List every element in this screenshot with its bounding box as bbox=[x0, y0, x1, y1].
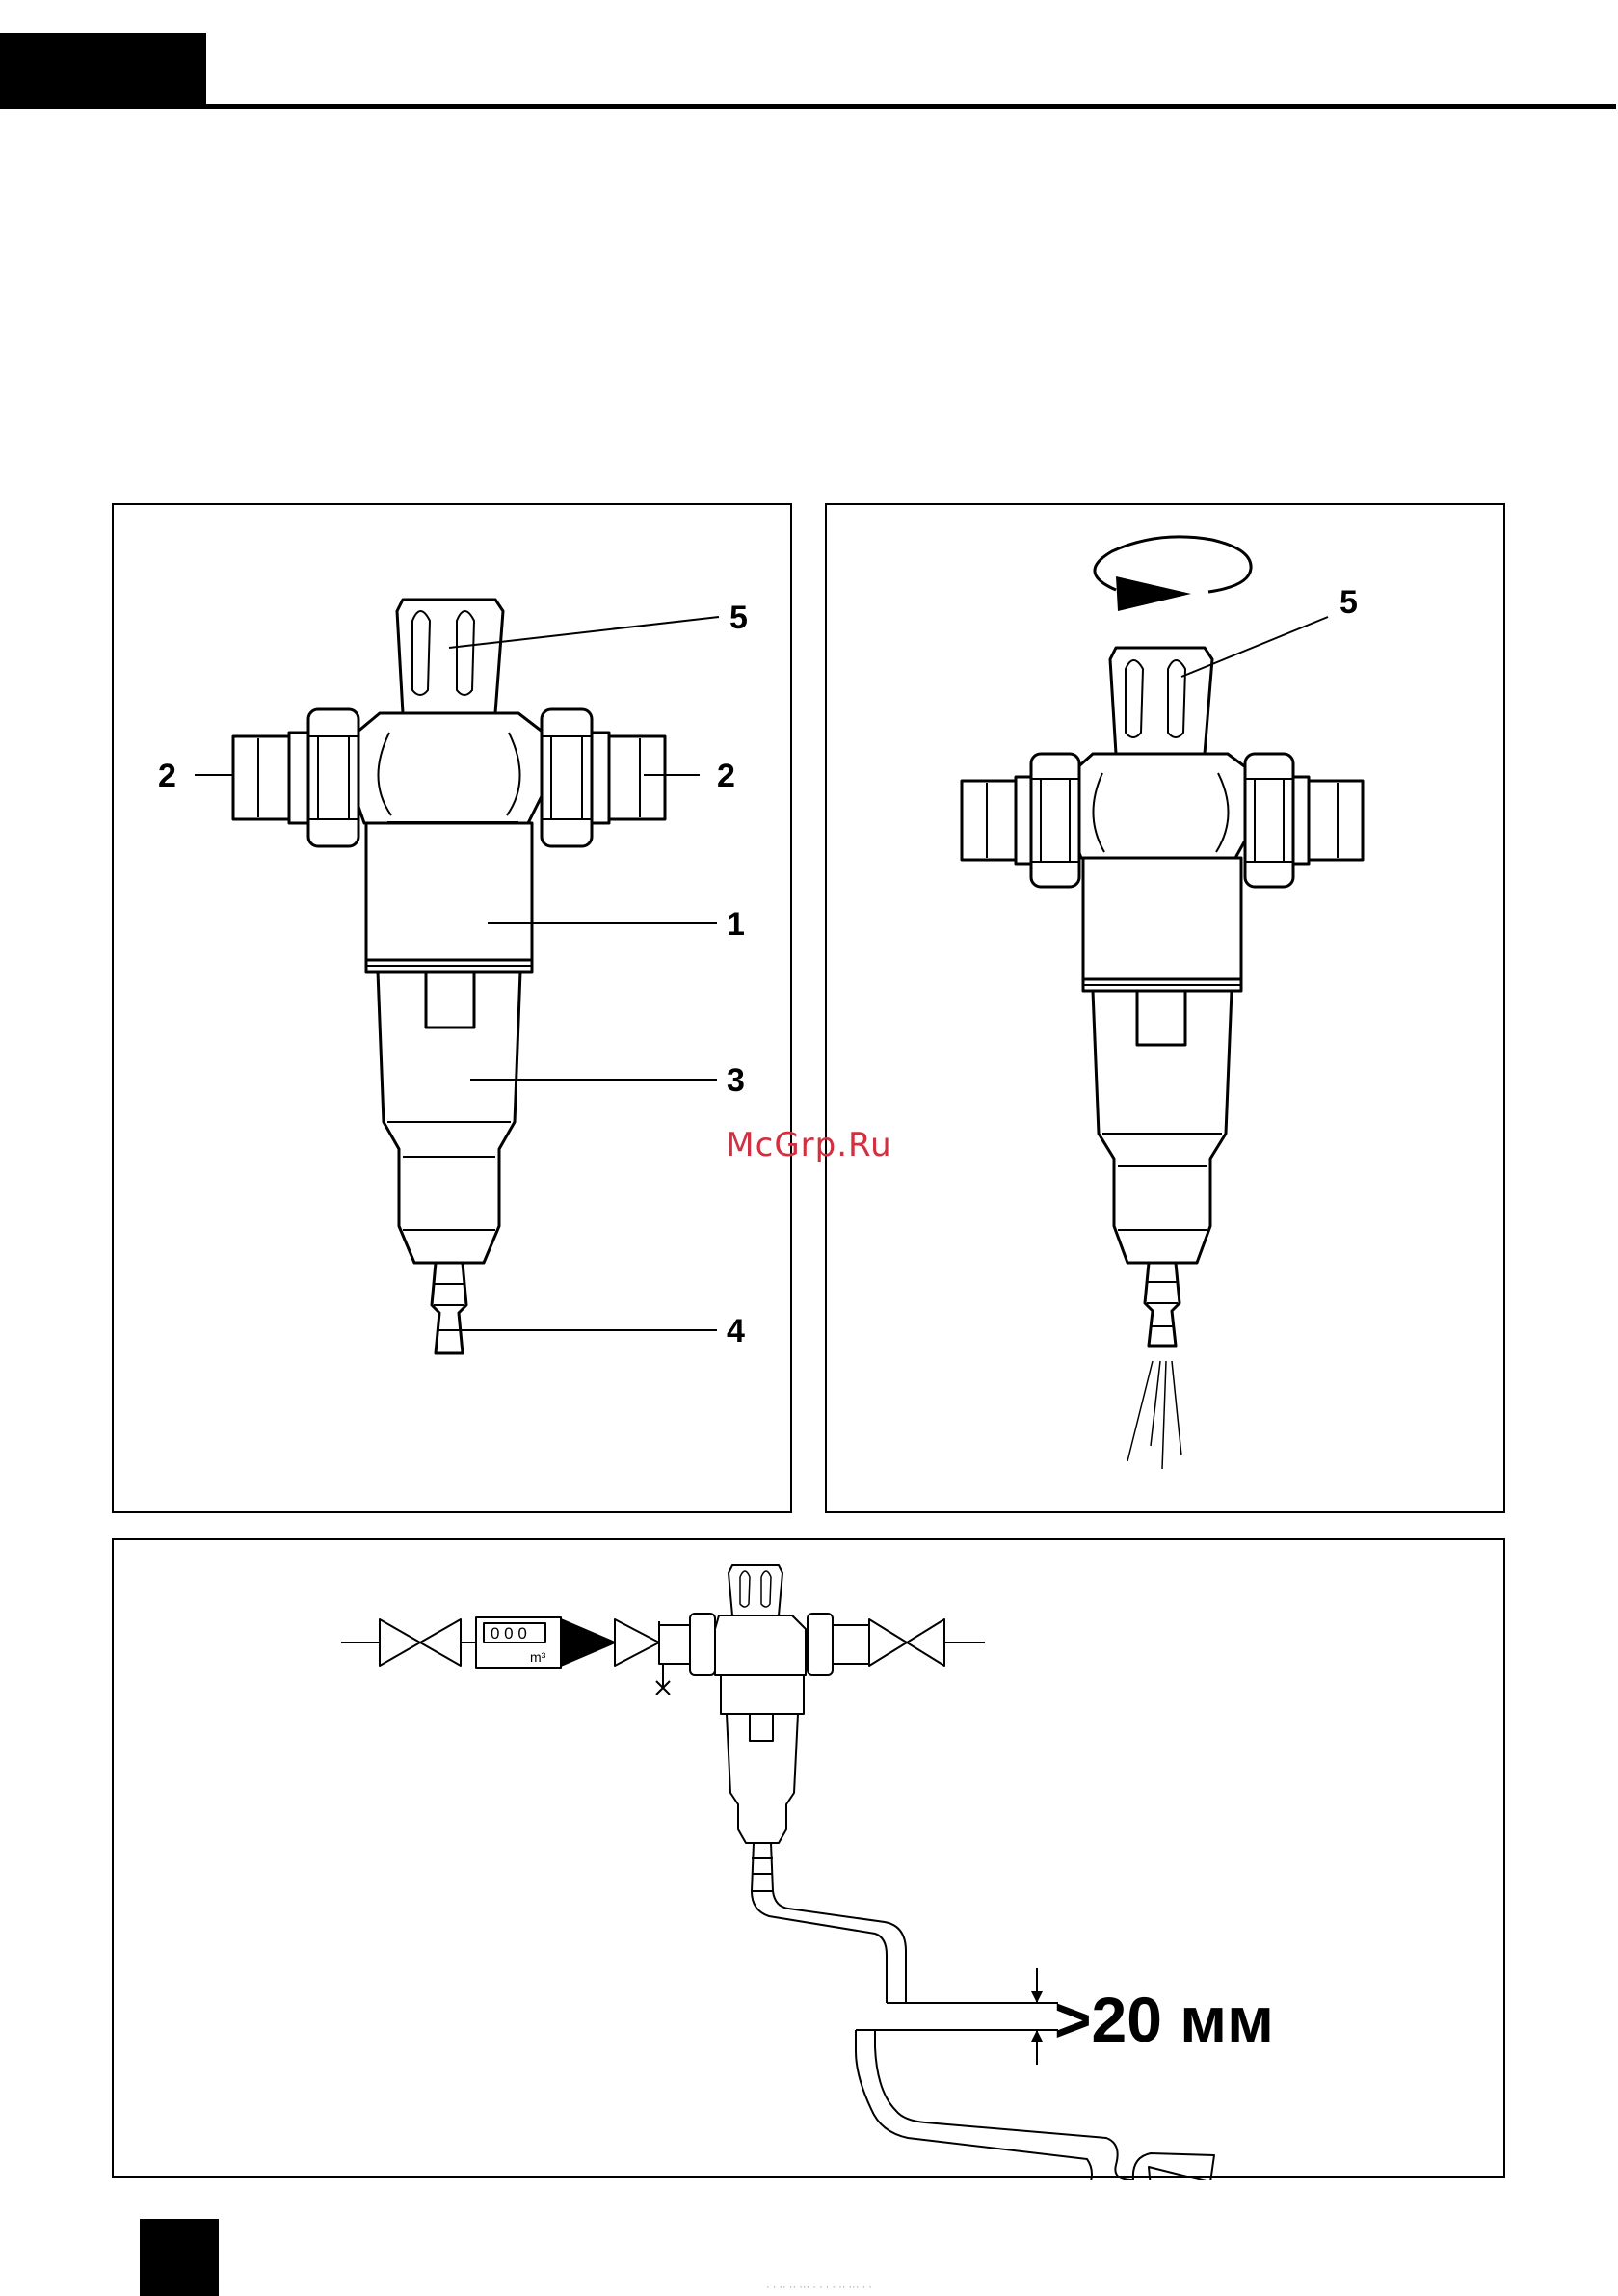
dimension-arrow-top-icon bbox=[1031, 1991, 1043, 2003]
callout-3: 3 bbox=[727, 1062, 745, 1099]
figure-b-drawing: 5 bbox=[827, 505, 1507, 1515]
figure-c-drawing: 0 0 0 m³ bbox=[114, 1540, 1507, 2180]
dimension-arrow-bottom-icon bbox=[1031, 2030, 1043, 2042]
callout-5: 5 bbox=[1339, 584, 1358, 621]
callout-4: 4 bbox=[727, 1313, 745, 1349]
header-rule bbox=[0, 104, 1616, 109]
figure-a-drawing: 5 2 2 1 3 4 bbox=[114, 505, 794, 1515]
callout-1: 1 bbox=[727, 906, 745, 943]
rotation-arrowhead-icon bbox=[1116, 576, 1191, 611]
figure-b-panel: 5 bbox=[825, 503, 1505, 1513]
callout-2-left: 2 bbox=[158, 758, 176, 794]
figure-a-panel: 5 2 2 1 3 4 bbox=[112, 503, 792, 1513]
check-valve-icon bbox=[561, 1619, 615, 1666]
header-black-tab bbox=[0, 33, 206, 108]
watermark: McGrp.Ru bbox=[0, 1126, 1618, 1164]
meter-digits: 0 0 0 bbox=[491, 1624, 527, 1642]
meter-unit: m³ bbox=[530, 1649, 546, 1665]
footer-black-tab bbox=[140, 2219, 219, 2296]
air-gap-dimension: >20 мм bbox=[1054, 1984, 1274, 2055]
footer-note: · · ·· ·· ··· · · · · ·· ··· · · bbox=[766, 2282, 872, 2293]
figure-c-panel: 0 0 0 m³ bbox=[112, 1538, 1505, 2178]
callout-2-right: 2 bbox=[717, 758, 735, 794]
callout-5: 5 bbox=[729, 600, 748, 636]
shutoff-valve-icon bbox=[380, 1619, 461, 1666]
